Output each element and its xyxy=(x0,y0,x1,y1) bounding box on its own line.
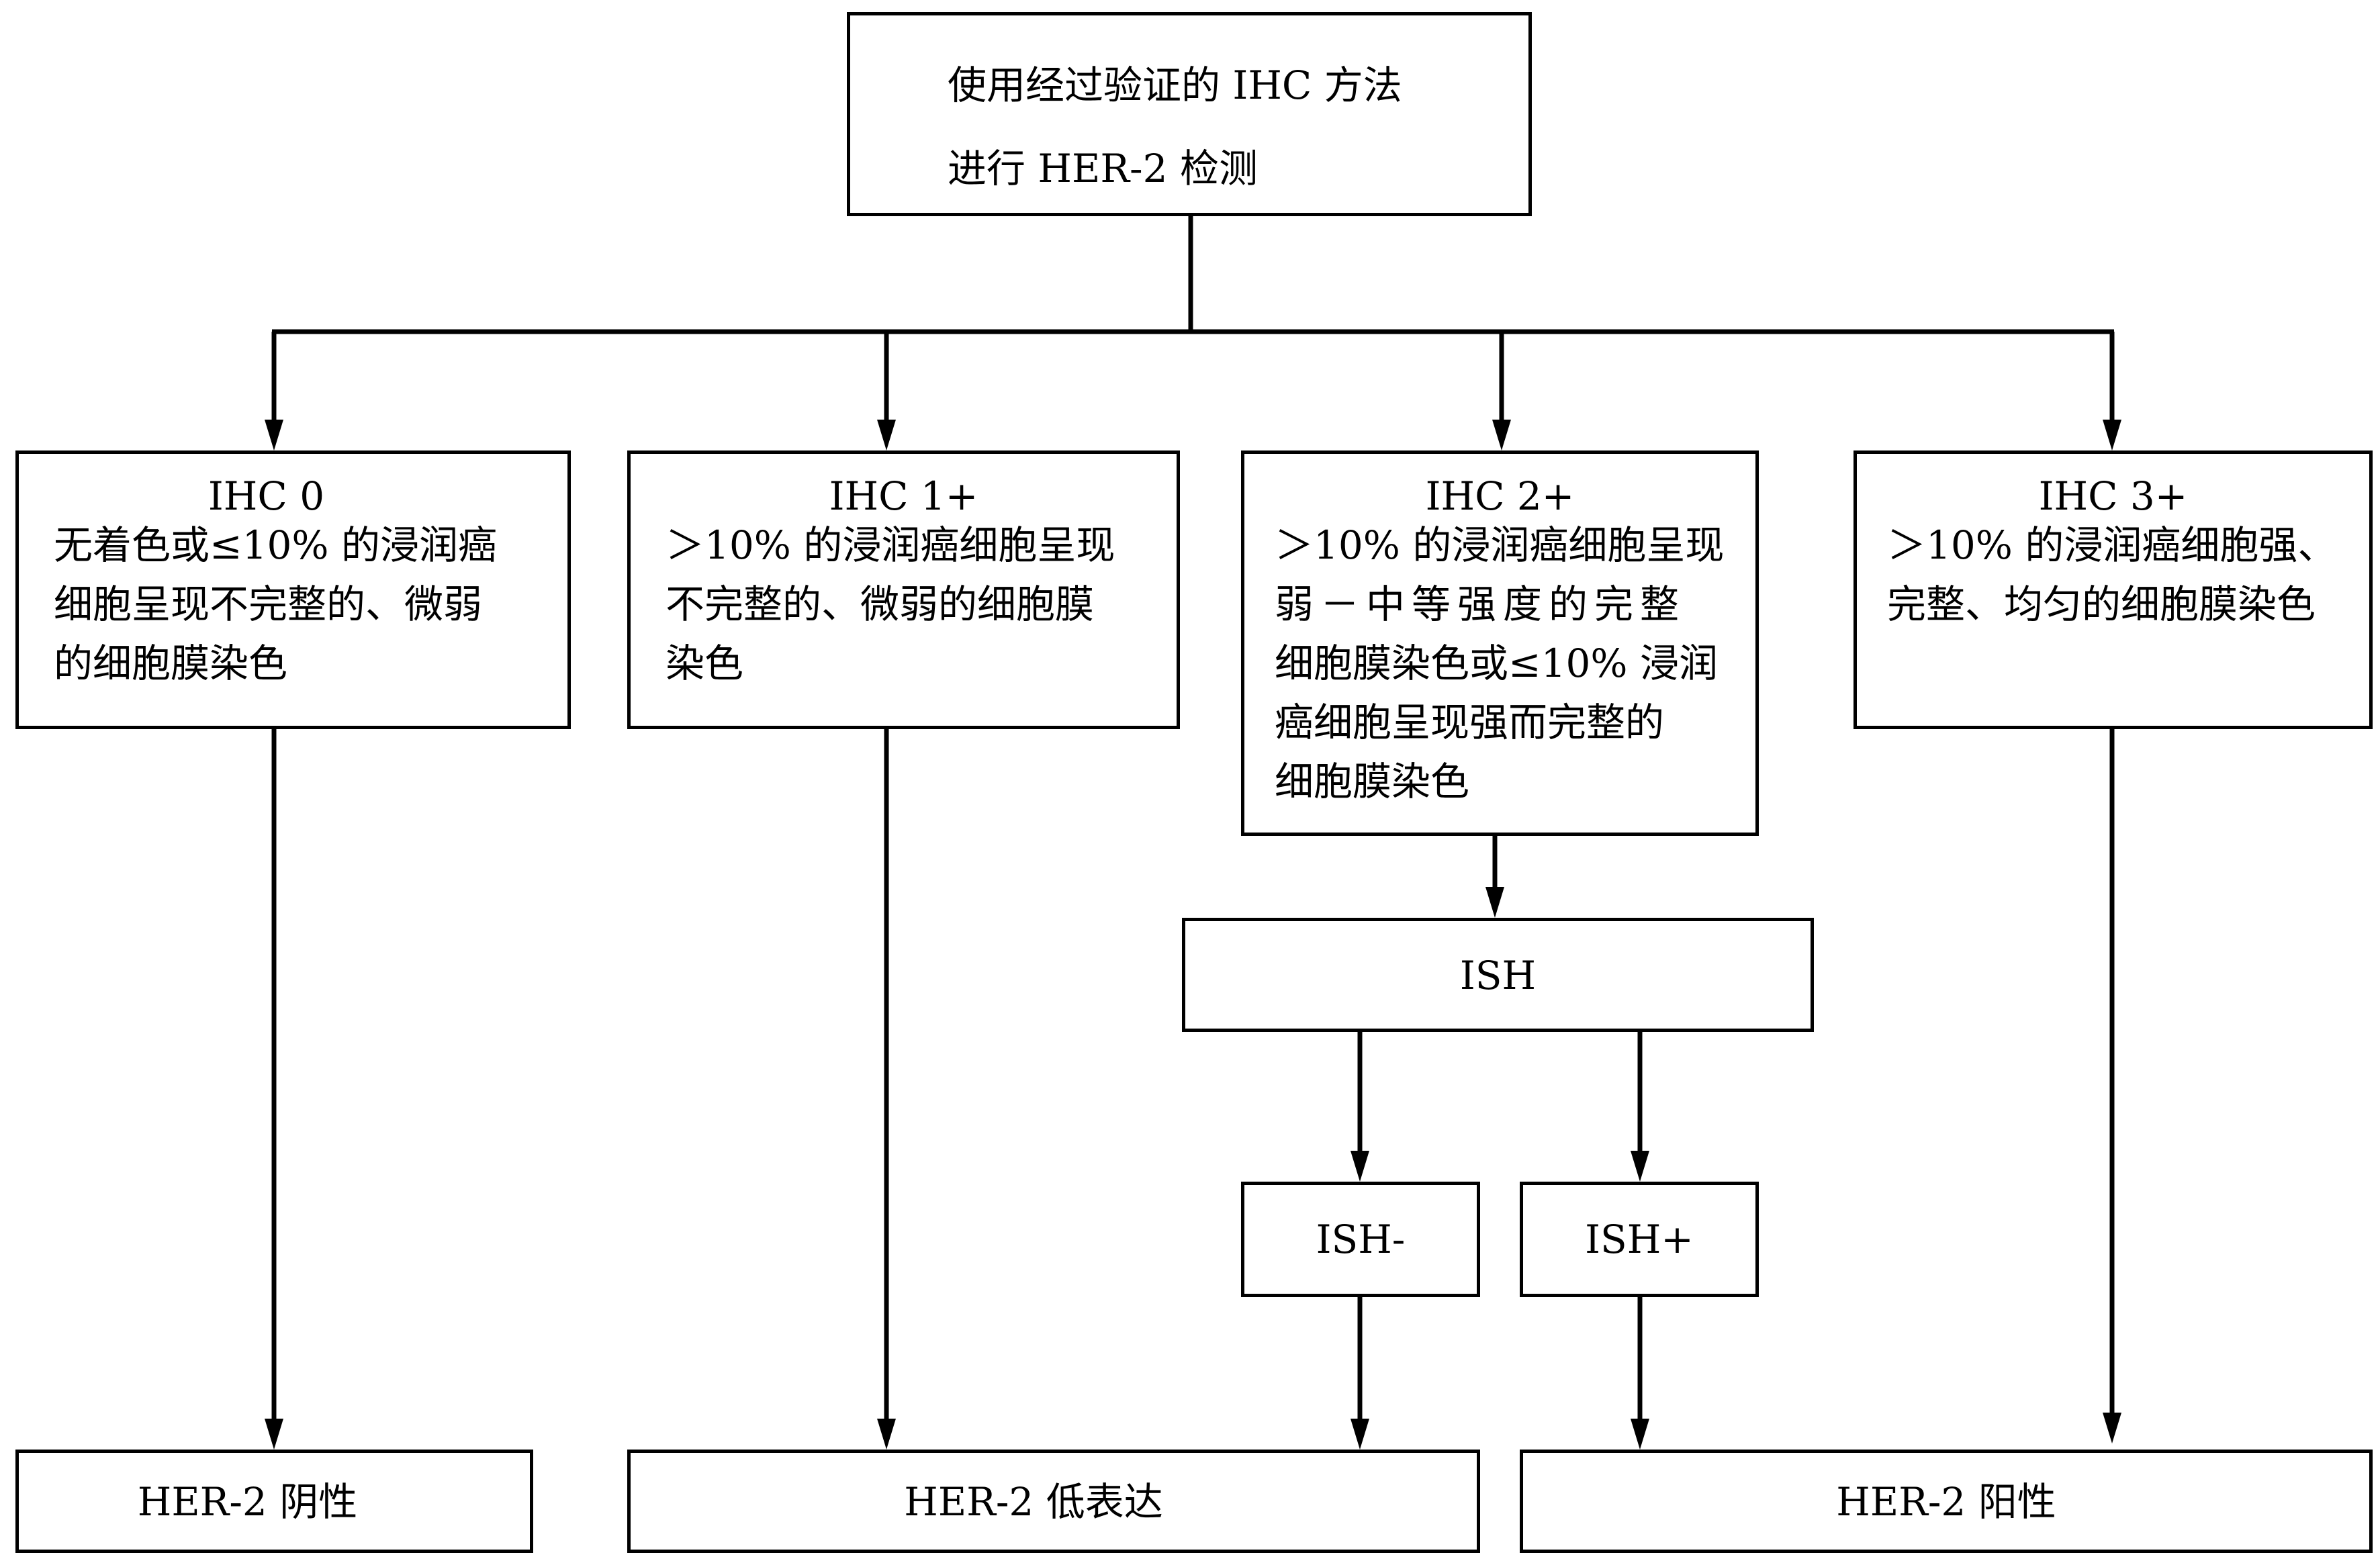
ish-label: ISH xyxy=(1459,953,1537,998)
arrowhead-ihc3 xyxy=(2103,420,2121,450)
ihc-0-line-1: 无着色或≤10% 的浸润癌 xyxy=(54,522,497,568)
ihc-0-line-3: 的细胞膜染色 xyxy=(54,641,288,686)
ihc-3plus-title: IHC 3+ xyxy=(2038,473,2188,519)
ish-box: ISH xyxy=(1182,918,1814,1032)
ish-negative-label: ISH- xyxy=(1316,1217,1406,1262)
ihc-1plus-line-3: 染色 xyxy=(666,641,744,686)
ish-positive-box: ISH+ xyxy=(1520,1182,1759,1297)
her2-low-label: HER-2 低表达 xyxy=(904,1479,1163,1525)
arrowhead-ihc1 xyxy=(877,420,896,450)
ihc-2plus-line-1: ＞10% 的浸润癌细胞呈现 xyxy=(1275,522,1725,568)
her2-positive-box: HER-2 阳性 xyxy=(1520,1450,2373,1553)
ihc-testing-line-1: 使用经过验证的 IHC 方法 xyxy=(948,62,1402,108)
ihc-3plus-line-1: ＞10% 的浸润癌细胞强、 xyxy=(1887,522,2337,568)
ihc-2plus-line-5: 细胞膜染色 xyxy=(1275,759,1470,804)
ihc-testing-box: 使用经过验证的 IHC 方法 进行 HER-2 检测 xyxy=(847,12,1532,216)
ihc-1plus-line-2: 不完整的、微弱的细胞膜 xyxy=(666,581,1095,627)
her2-negative-box: HER-2 阴性 xyxy=(15,1450,533,1553)
arrowhead-low-from-ish xyxy=(1351,1419,1369,1450)
ihc-2plus-line-2: 弱－中等强度的完整 xyxy=(1275,581,1686,627)
ihc-3plus-description: ＞10% 的浸润癌细胞强、 完整、均匀的细胞膜染色 xyxy=(1887,516,2336,634)
her2-positive-label: HER-2 阳性 xyxy=(1836,1479,2056,1525)
arrowhead-positive-from-ihc3 xyxy=(2103,1413,2121,1443)
ihc-3plus-line-2: 完整、均匀的细胞膜染色 xyxy=(1887,581,2316,627)
ihc-2plus-line-3: 细胞膜染色或≤10% 浸润 xyxy=(1275,641,1718,686)
ish-positive-label: ISH+ xyxy=(1585,1217,1694,1262)
her2-negative-label: HER-2 阴性 xyxy=(137,1479,358,1525)
arrowhead-low xyxy=(877,1419,896,1450)
ihc-1plus-title: IHC 1+ xyxy=(829,473,978,519)
arrowhead-ishpos xyxy=(1631,1151,1649,1182)
ihc-2plus-line-4: 癌细胞呈现强而完整的 xyxy=(1275,700,1665,745)
ihc-1plus-line-1: ＞10% 的浸润癌细胞呈现 xyxy=(666,522,1115,568)
arrowhead-negative xyxy=(265,1419,283,1450)
ish-negative-box: ISH- xyxy=(1241,1182,1480,1297)
ihc-2plus-box: IHC 2+ ＞10% 的浸润癌细胞呈现 弱－中等强度的完整 细胞膜染色或≤10… xyxy=(1241,450,1759,836)
ihc-testing-text: 使用经过验证的 IHC 方法 进行 HER-2 检测 xyxy=(948,44,1402,210)
arrowhead-ishneg xyxy=(1351,1151,1369,1182)
ihc-2plus-title: IHC 2+ xyxy=(1425,473,1575,519)
ihc-0-title: IHC 0 xyxy=(208,473,325,519)
ihc-1plus-description: ＞10% 的浸润癌细胞呈现 不完整的、微弱的细胞膜 染色 xyxy=(666,516,1115,693)
ihc-testing-line-2: 进行 HER-2 检测 xyxy=(948,146,1258,191)
ihc-1plus-box: IHC 1+ ＞10% 的浸润癌细胞呈现 不完整的、微弱的细胞膜 染色 xyxy=(627,450,1180,729)
ihc-2plus-description: ＞10% 的浸润癌细胞呈现 弱－中等强度的完整 细胞膜染色或≤10% 浸润 癌细… xyxy=(1275,516,1724,811)
ihc-0-line-2: 细胞呈现不完整的、微弱 xyxy=(54,581,483,627)
her2-low-box: HER-2 低表达 xyxy=(627,1450,1480,1553)
ihc-0-box: IHC 0 无着色或≤10% 的浸润癌 细胞呈现不完整的、微弱 的细胞膜染色 xyxy=(15,450,571,729)
ihc-3plus-box: IHC 3+ ＞10% 的浸润癌细胞强、 完整、均匀的细胞膜染色 xyxy=(1853,450,2373,729)
arrowhead-positive-from-ish xyxy=(1631,1419,1649,1450)
arrowhead-ish xyxy=(1485,887,1504,918)
arrowhead-ihc0 xyxy=(265,420,283,450)
arrowhead-ihc2 xyxy=(1492,420,1511,450)
ihc-0-description: 无着色或≤10% 的浸润癌 细胞呈现不完整的、微弱 的细胞膜染色 xyxy=(54,516,497,693)
